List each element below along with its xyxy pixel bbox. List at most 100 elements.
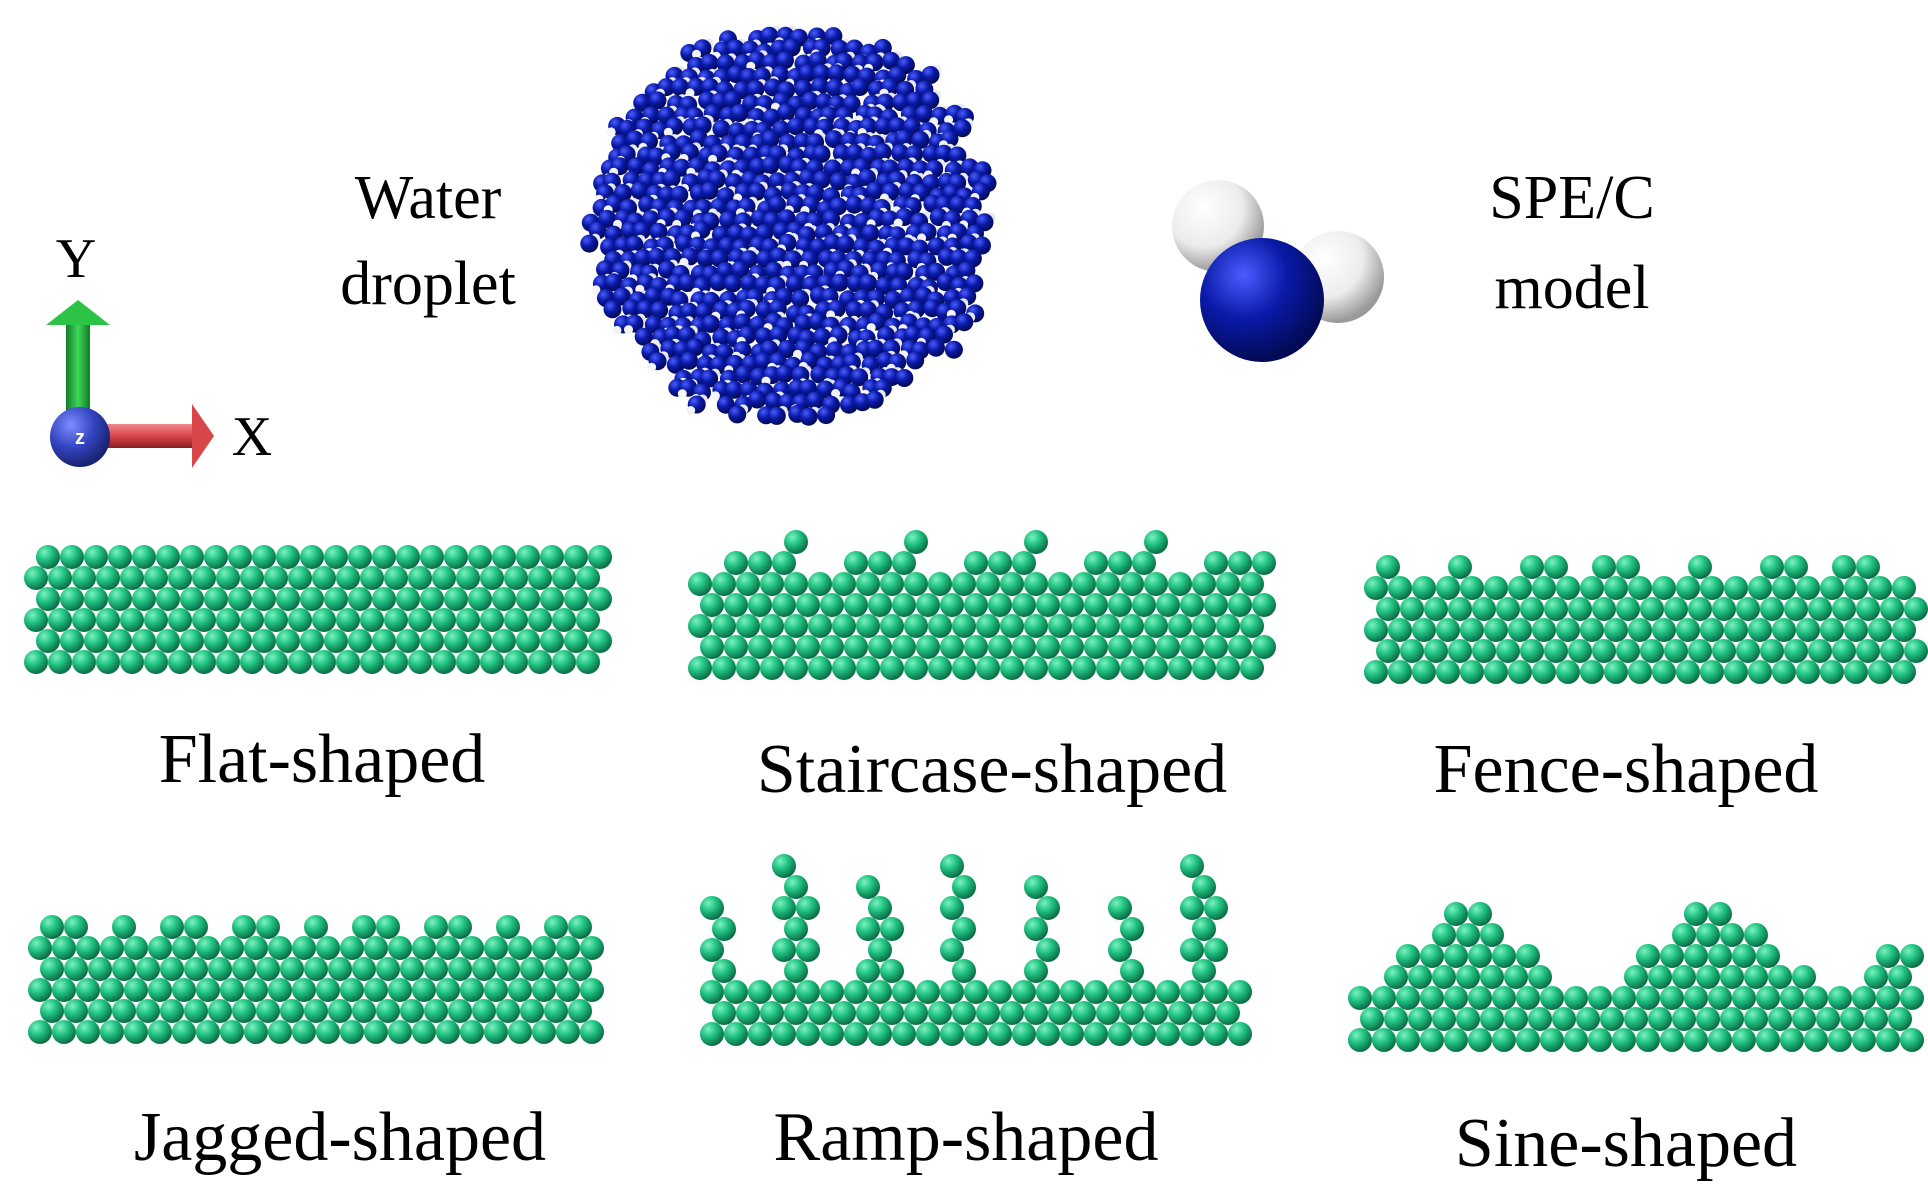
surface-atom (492, 629, 516, 653)
surface-atom (1480, 965, 1504, 989)
surface-atom (940, 854, 964, 878)
surface-atom (436, 1020, 460, 1044)
surface-atom (76, 978, 100, 1002)
surface-atom (76, 936, 100, 960)
surface-atom (1684, 986, 1708, 1010)
oxygen-atom (647, 147, 666, 166)
surface-atom (424, 915, 448, 939)
surface-atom (196, 936, 220, 960)
surface-atom (1888, 965, 1912, 989)
surface-atom (1000, 656, 1024, 680)
surface-atom (1024, 656, 1048, 680)
surface-atom (1216, 572, 1240, 596)
surface-atom (516, 545, 540, 569)
oxygen-atom (761, 130, 780, 149)
surface-atom (1012, 551, 1036, 575)
oxygen-atom (949, 195, 968, 214)
surface-atom (808, 656, 832, 680)
surface-atom (1724, 618, 1748, 642)
surface-atom (988, 980, 1012, 1004)
surface-atom (1876, 986, 1900, 1010)
surface-atom (772, 1022, 796, 1046)
surface-atom (1132, 1022, 1156, 1046)
surface-atom (1844, 618, 1868, 642)
surface-atom (1024, 572, 1048, 596)
surface-atom (540, 587, 564, 611)
surface-atom (564, 629, 588, 653)
surface-atom (1436, 618, 1460, 642)
surface-atom (1852, 986, 1876, 1010)
surface-atom (1700, 576, 1724, 600)
surface-atom (856, 572, 880, 596)
surface-atom (880, 572, 904, 596)
surface-atom (940, 980, 964, 1004)
surface-atom (1216, 1001, 1240, 1025)
surface-atom (712, 614, 736, 638)
surface-atom (1496, 639, 1520, 663)
surface-atom (1132, 980, 1156, 1004)
oxygen-atom (836, 235, 855, 254)
surface-atom (1072, 1001, 1096, 1025)
surface-atom (348, 629, 372, 653)
surface-atom (856, 917, 880, 941)
surface-atom (1672, 965, 1696, 989)
surface-atom (552, 650, 576, 674)
surface-atom (324, 587, 348, 611)
surface-atom (1688, 597, 1712, 621)
surface-atom (1144, 1001, 1168, 1025)
surface-atom (1456, 1007, 1480, 1031)
surface-atom (1204, 551, 1228, 575)
surface-atom (280, 999, 304, 1023)
surface-atom (180, 545, 204, 569)
surface-atom (528, 566, 552, 590)
surface-atom (1012, 635, 1036, 659)
surface-atom (568, 957, 592, 981)
hydrogen-atom (606, 127, 616, 137)
surface-atom (36, 629, 60, 653)
surface-atom (1696, 1007, 1720, 1031)
surface-atom (1792, 965, 1816, 989)
surface-atom (244, 978, 268, 1002)
surface-atom (1672, 1007, 1696, 1031)
surface-atom (964, 551, 988, 575)
surface-atom (1808, 597, 1832, 621)
surface-atom (880, 959, 904, 983)
surface-atom (1900, 1028, 1924, 1052)
surface-atom (1240, 656, 1264, 680)
surface-atom (892, 635, 916, 659)
oxygen-atom (686, 338, 704, 357)
surface-atom (748, 593, 772, 617)
surface-atom (556, 936, 580, 960)
surface-atom (1852, 1028, 1876, 1052)
surface-atom (1712, 597, 1736, 621)
oxygen-atom (728, 405, 747, 424)
oxygen-atom (748, 390, 767, 409)
surface-atom (1628, 576, 1652, 600)
surface-atom (1696, 965, 1720, 989)
oxygen-atom (874, 117, 893, 136)
surface-atom (328, 957, 352, 981)
surface-atom (556, 1020, 580, 1044)
surface-atom (712, 1001, 736, 1025)
oxygen-atom (648, 91, 667, 110)
surface-atom (168, 650, 192, 674)
surface-atom (1708, 986, 1732, 1010)
surface-atom (1768, 1007, 1792, 1031)
surface-atom (1096, 572, 1120, 596)
surface-atom (1880, 639, 1904, 663)
surface-atom (784, 917, 808, 941)
surface-atom (1616, 555, 1640, 579)
surface-atom (940, 1022, 964, 1046)
oxygen-atom (911, 130, 930, 149)
surface-atom (1108, 551, 1132, 575)
surface-atom (372, 545, 396, 569)
surface-atom (228, 629, 252, 653)
surface-atom (468, 629, 492, 653)
surface-atom (1652, 618, 1676, 642)
surface-atom (1156, 635, 1180, 659)
surface-atom (784, 1001, 808, 1025)
oxygen-atom (935, 325, 953, 344)
surface-atom (396, 587, 420, 611)
surface-atom (208, 957, 232, 981)
surface-atom (1760, 639, 1784, 663)
